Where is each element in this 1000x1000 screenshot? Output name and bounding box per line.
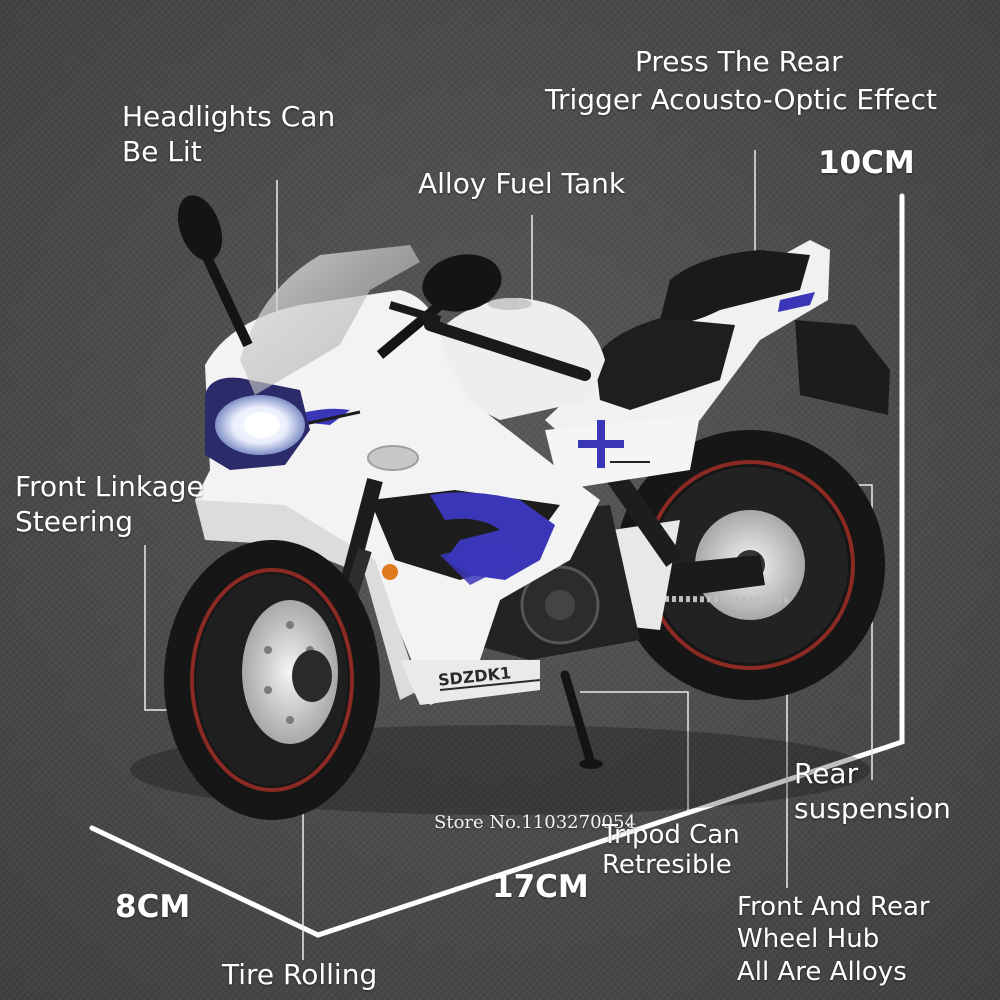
fuel-tank-label: Alloy Fuel Tank <box>418 167 626 200</box>
headlight <box>205 377 310 470</box>
rear-fender <box>795 320 890 415</box>
wheel-hub-label-line1: Front And Rear <box>737 892 930 922</box>
handlebar <box>388 301 591 381</box>
rear-suspension-label-line2: suspension <box>794 792 951 825</box>
side-panel <box>545 415 700 490</box>
side-cross-decal <box>578 420 624 468</box>
front-linkage-label-line1: Front Linkage <box>15 470 204 503</box>
dimension-lines <box>89 193 905 938</box>
tripod-label-line2: Retresible <box>602 850 732 880</box>
windshield <box>240 245 420 395</box>
tripod-leader <box>580 691 689 812</box>
trigger-effect-label-line2: Trigger Acousto-Optic Effect <box>545 83 937 116</box>
headlights-label-line1: Headlights Can <box>122 100 336 133</box>
tire-rolling-label: Tire Rolling <box>222 958 378 991</box>
height-dimension: 10CM <box>818 145 915 181</box>
headlights-label-line2: Be Lit <box>122 135 202 168</box>
wheel-hub-label-line3: All Are Alloys <box>737 957 907 987</box>
width-dimension: 8CM <box>115 889 191 925</box>
store-watermark: Store No.1103270054 <box>434 812 636 833</box>
front-wheel <box>164 540 380 820</box>
wheel-hub-label-line2: Wheel Hub <box>737 924 880 954</box>
trigger-effect-label-line1: Press The Rear <box>635 45 843 78</box>
length-dimension: 17CM <box>492 869 589 905</box>
fuel-cap <box>488 298 532 310</box>
kickstand <box>560 670 603 769</box>
length-depth-line <box>89 193 905 938</box>
tripod-label-line1: Tripod Can <box>602 820 740 850</box>
rear-suspension-label-line1: Rear <box>794 757 859 790</box>
front-linkage-label-line2: Steering <box>15 505 134 538</box>
mirrors <box>177 195 502 359</box>
tail-section <box>545 240 830 470</box>
